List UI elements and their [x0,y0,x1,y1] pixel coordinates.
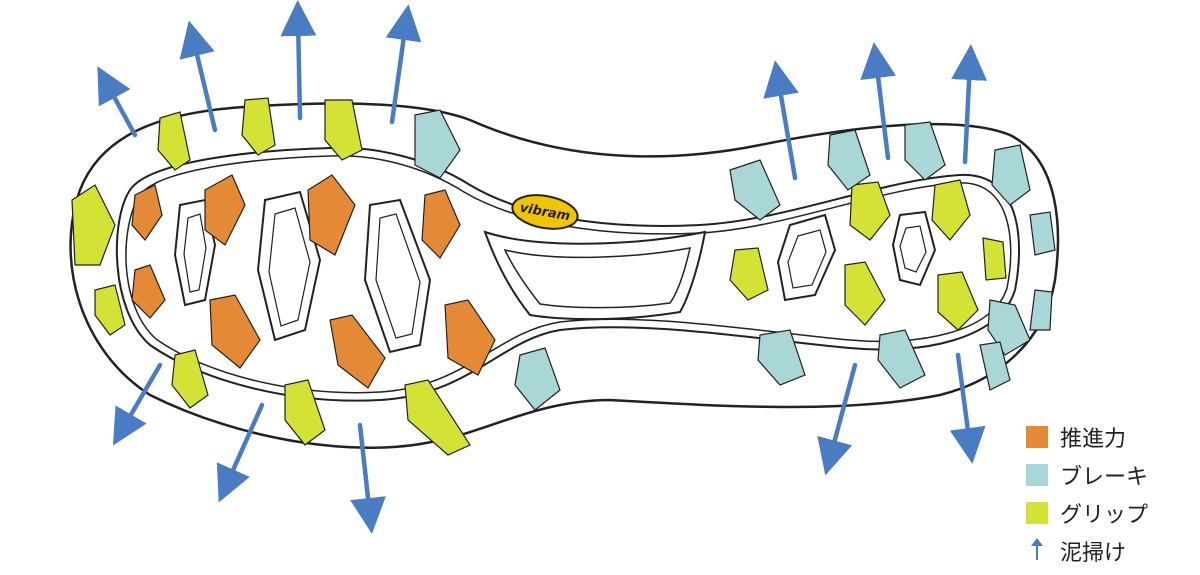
legend-item-brake: ブレーキ [1026,456,1186,494]
mud-arrow [298,18,300,118]
brake-swatch [1026,464,1048,486]
legend: 推進力 ブレーキ グリップ 泥掃け [1026,418,1186,570]
grip-swatch [1026,502,1048,524]
legend-item-grip: グリップ [1026,494,1186,532]
legend-item-mud: 泥掃け [1026,532,1186,570]
legend-label-grip: グリップ [1060,497,1148,529]
legend-label-propulsion: 推進力 [1060,421,1126,453]
legend-label-mud: 泥掃け [1060,535,1126,567]
propulsion-swatch [1026,426,1048,448]
mud-arrow [106,82,135,135]
legend-label-brake: ブレーキ [1060,459,1148,491]
legend-item-propulsion: 推進力 [1026,418,1186,456]
up-arrow-icon [1026,537,1048,565]
